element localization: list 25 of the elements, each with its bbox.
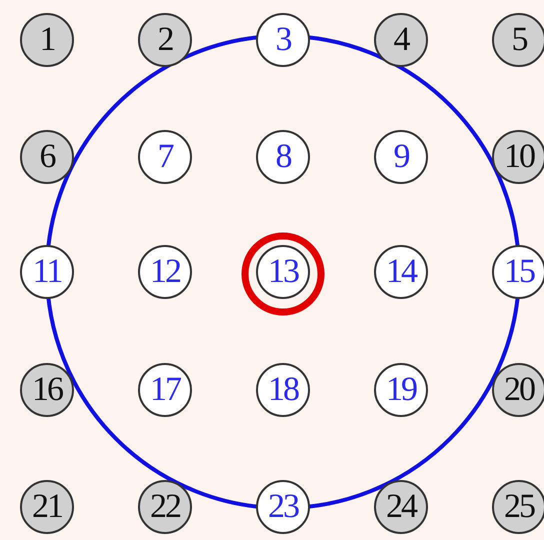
number-circle: 7 — [138, 130, 192, 184]
number-circle: 16 — [20, 363, 74, 417]
number-circle: 11 — [20, 245, 74, 299]
number-circle: 8 — [256, 130, 310, 184]
number-circle: 1 — [20, 13, 74, 67]
number-circle: 17 — [138, 363, 192, 417]
number-circle: 25 — [492, 480, 544, 534]
number-circle: 19 — [374, 363, 428, 417]
number-circle: 21 — [20, 480, 74, 534]
number-circle: 22 — [138, 480, 192, 534]
number-circle: 23 — [256, 480, 310, 534]
number-circle: 10 — [492, 130, 544, 184]
number-circle: 12 — [138, 245, 192, 299]
number-circle: 2 — [138, 13, 192, 67]
number-circle: 6 — [20, 130, 74, 184]
number-circle: 5 — [492, 13, 544, 67]
number-circle: 13 — [256, 245, 310, 299]
number-circle: 20 — [492, 363, 544, 417]
number-circle: 3 — [256, 13, 310, 67]
number-circle: 15 — [492, 245, 544, 299]
number-circle: 9 — [374, 130, 428, 184]
number-circle: 24 — [374, 480, 428, 534]
number-circle: 18 — [256, 363, 310, 417]
number-circle: 14 — [374, 245, 428, 299]
number-circle: 4 — [374, 13, 428, 67]
